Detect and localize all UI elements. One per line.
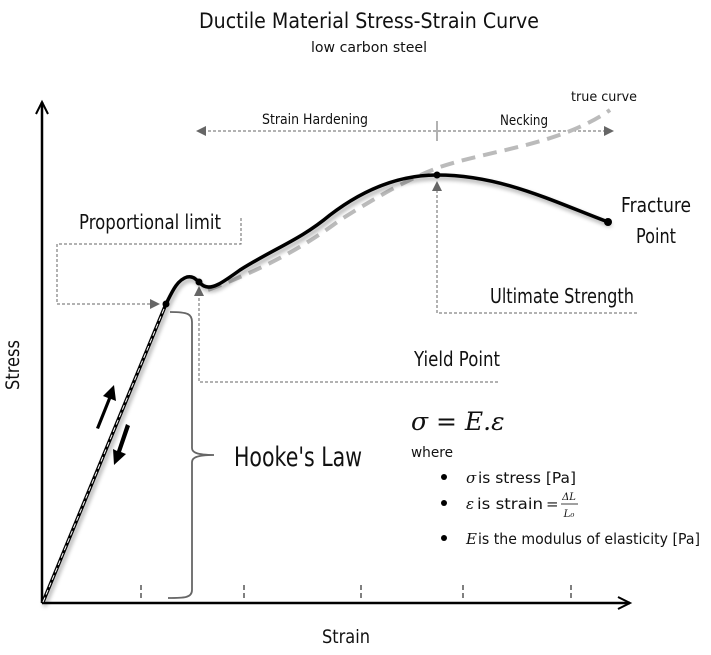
bullet-3-text: is the modulus of elasticity [Pa] — [478, 530, 700, 548]
x-axis — [42, 596, 633, 610]
hookes-law-equation: σ = E.ε — [411, 407, 505, 436]
true-curve-line — [207, 108, 612, 292]
strain-hardening-label: Strain Hardening — [262, 112, 368, 128]
formula-bullet-1: σ is stress [Pa] — [441, 469, 576, 487]
formula-where: where — [411, 445, 453, 461]
unloading-arrow-icon — [113, 424, 130, 465]
y-axis — [35, 99, 49, 603]
equals-sign: = — [546, 495, 559, 513]
bullet-1-text: is stress [Pa] — [478, 469, 576, 487]
symbol-sigma: σ — [466, 469, 477, 487]
hookes-law-label: Hooke's Law — [234, 442, 362, 473]
x-axis-ticks — [140, 585, 572, 601]
symbol-epsilon: ε — [466, 495, 474, 513]
x-axis-label: Strain — [322, 626, 370, 648]
hookes-law-bracket — [167, 311, 215, 599]
fracture-point-label-line1: Fracture — [621, 193, 691, 217]
chart-subtitle: low carbon steel — [311, 40, 427, 56]
ultimate-strength-guide — [432, 181, 637, 314]
y-axis-label: Stress — [2, 340, 24, 390]
formula-bullet-3: E is the modulus of elasticity [Pa] — [441, 530, 700, 548]
bullet-2-text: is strain — [477, 495, 543, 513]
ultimate-strength-point — [433, 171, 441, 179]
proportional-limit-guide — [56, 218, 242, 309]
symbol-e: E — [465, 530, 477, 548]
loading-arrow-icon — [96, 385, 116, 429]
yield-point-marker — [195, 278, 203, 286]
necking-label: Necking — [500, 113, 548, 129]
engineering-curve — [41, 173, 610, 604]
yield-point-label: Yield Point — [413, 347, 500, 371]
proportional-limit-point — [162, 300, 170, 308]
region-indicator — [196, 121, 614, 141]
fraction-numerator: ΔL — [561, 492, 576, 503]
formula-bullet-2: ε is strain = ΔL L₀ — [441, 492, 578, 520]
chart-title: Ductile Material Stress-Strain Curve — [199, 9, 539, 33]
yield-point-guide — [194, 286, 498, 383]
fracture-point-marker — [604, 218, 612, 226]
true-curve-label: true curve — [571, 90, 637, 105]
fracture-point-label-line2: Point — [636, 224, 676, 248]
ultimate-strength-label: Ultimate Strength — [490, 284, 634, 308]
fraction-denominator: L₀ — [563, 509, 575, 520]
proportional-limit-label: Proportional limit — [79, 210, 221, 234]
